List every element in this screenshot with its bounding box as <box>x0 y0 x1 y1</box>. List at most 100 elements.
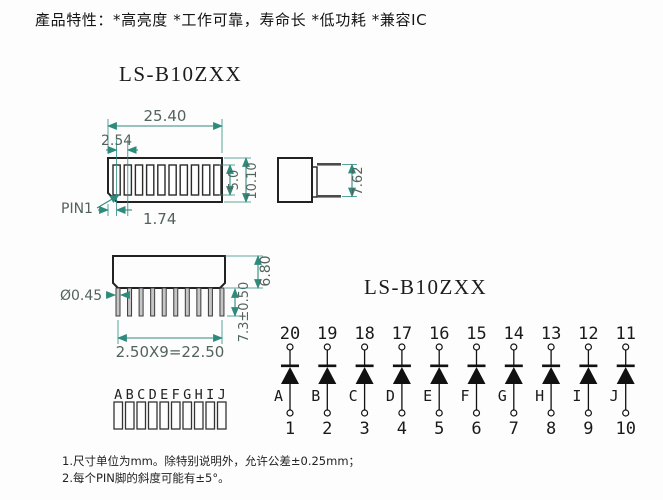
top-terminal-icon <box>286 343 294 351</box>
segment-box <box>136 401 147 430</box>
top-terminal-icon <box>547 343 555 351</box>
product-features-text: 產品特性：*高亮度 *工作可靠，寿命长 *低功耗 *兼容IC <box>35 11 428 29</box>
top-terminal-icon <box>584 343 593 351</box>
display-segment <box>145 164 155 196</box>
side-view: 7.62 <box>277 157 366 203</box>
segment-box <box>124 401 135 430</box>
segment-box <box>205 401 216 430</box>
lead-pin <box>173 287 179 317</box>
diode-label: C <box>349 387 358 405</box>
dim-body-width: 25.40 <box>144 107 187 125</box>
circuit-model-title: LS-B10ZXX <box>364 275 488 299</box>
segment-letter: I <box>206 387 214 403</box>
top-terminal-icon <box>622 343 630 351</box>
bottom-pin-number: 5 <box>434 419 444 439</box>
diode-symbol-icon <box>281 367 299 384</box>
lead-pin <box>150 287 156 317</box>
top-terminal-icon <box>361 343 369 351</box>
segment-box <box>113 401 124 430</box>
dim-segment-pitch: 2.54 <box>101 133 132 149</box>
diode-symbol-icon <box>392 367 411 384</box>
bottom-pin-number: 2 <box>322 419 332 439</box>
lead-pin <box>207 287 213 317</box>
bottom-pin-number: 3 <box>359 419 369 439</box>
top-terminal-icon <box>435 343 443 351</box>
top-pin-number: 20 <box>280 324 300 344</box>
dim-pin-pitch-total: 2.50X9=22.50 <box>116 343 225 361</box>
bottom-terminal-icon <box>510 409 518 417</box>
display-segment <box>134 164 144 196</box>
top-pin-number: 14 <box>504 324 524 344</box>
bottom-terminal-icon <box>547 409 555 417</box>
front-view-segments <box>112 164 222 196</box>
top-pin-number: 12 <box>578 324 598 344</box>
bottom-view-body <box>112 255 226 289</box>
segment-box <box>193 401 204 430</box>
lead-pin <box>138 287 144 317</box>
top-pin-number: 16 <box>429 324 449 344</box>
diode-symbol-icon <box>579 367 598 384</box>
dim-pin1-offset: 1.74 <box>143 210 176 228</box>
segment-letter: H <box>195 387 203 403</box>
dim-body-height: 10.10 <box>245 162 260 199</box>
top-pin-number: 19 <box>317 324 337 344</box>
top-terminal-icon <box>472 343 481 351</box>
segment-box <box>216 401 227 430</box>
top-pin-number: 11 <box>615 324 635 344</box>
segment-box <box>147 401 158 430</box>
diode-label: H <box>535 387 544 405</box>
bottom-terminal-icon <box>398 409 406 417</box>
front-view-body <box>107 157 223 203</box>
bottom-pin-number: 7 <box>509 419 519 439</box>
diode-symbol-icon <box>542 367 561 384</box>
lead-pin <box>184 287 190 317</box>
front-view: 25.40 2.54 5.0 10.10 1.74 PIN1 <box>61 107 260 228</box>
bottom-pin-number: 1 <box>285 419 295 439</box>
segment-letter: D <box>149 387 157 403</box>
segment-letter: A <box>114 387 122 403</box>
diode-symbol-icon <box>430 367 449 384</box>
pin1-label: PIN1 <box>61 201 93 217</box>
side-pin-top <box>317 163 341 166</box>
bottom-view-pins <box>115 287 225 317</box>
diode-symbol-icon <box>504 367 523 384</box>
display-segment <box>179 164 189 196</box>
bottom-pin-number: 6 <box>471 419 481 439</box>
display-segment <box>168 164 177 196</box>
dim-pin-length: 7.3±0.50 <box>237 282 252 343</box>
bottom-pin-number: 4 <box>397 419 407 439</box>
lead-pin <box>127 287 133 317</box>
bottom-pin-number: 10 <box>615 419 635 439</box>
diode-label: I <box>572 387 581 405</box>
side-view-body <box>277 157 313 203</box>
footnote-2: 2.每个PIN脚的斜度可能有±5°。 <box>62 470 230 485</box>
segment-box <box>170 401 181 430</box>
top-pin-number: 18 <box>354 324 374 344</box>
segment-box <box>182 401 193 430</box>
display-segment <box>190 164 200 196</box>
bottom-terminal-icon <box>622 409 630 417</box>
segment-letter: B <box>126 387 134 403</box>
footnote-1: 1.尺寸单位为mm。除特别说明外，允许公差±0.25mm； <box>62 454 361 468</box>
bottom-terminal-icon <box>435 409 443 417</box>
model-title: LS-B10ZXX <box>119 62 243 86</box>
footnotes: 1.尺寸单位为mm。除特别说明外，允许公差±0.25mm； 2.每个PIN脚的斜… <box>62 453 360 486</box>
bottom-terminal-icon <box>286 409 294 417</box>
dim-segment-height: 5.0 <box>227 170 242 191</box>
segment-letter: J <box>218 387 226 403</box>
display-segment <box>157 164 166 196</box>
lead-pin <box>219 287 225 317</box>
dim-side-body-height: 6.80 <box>258 255 274 286</box>
diode-label: E <box>423 387 432 405</box>
bottom-terminal-icon <box>472 409 481 417</box>
top-terminal-icon <box>510 343 518 351</box>
